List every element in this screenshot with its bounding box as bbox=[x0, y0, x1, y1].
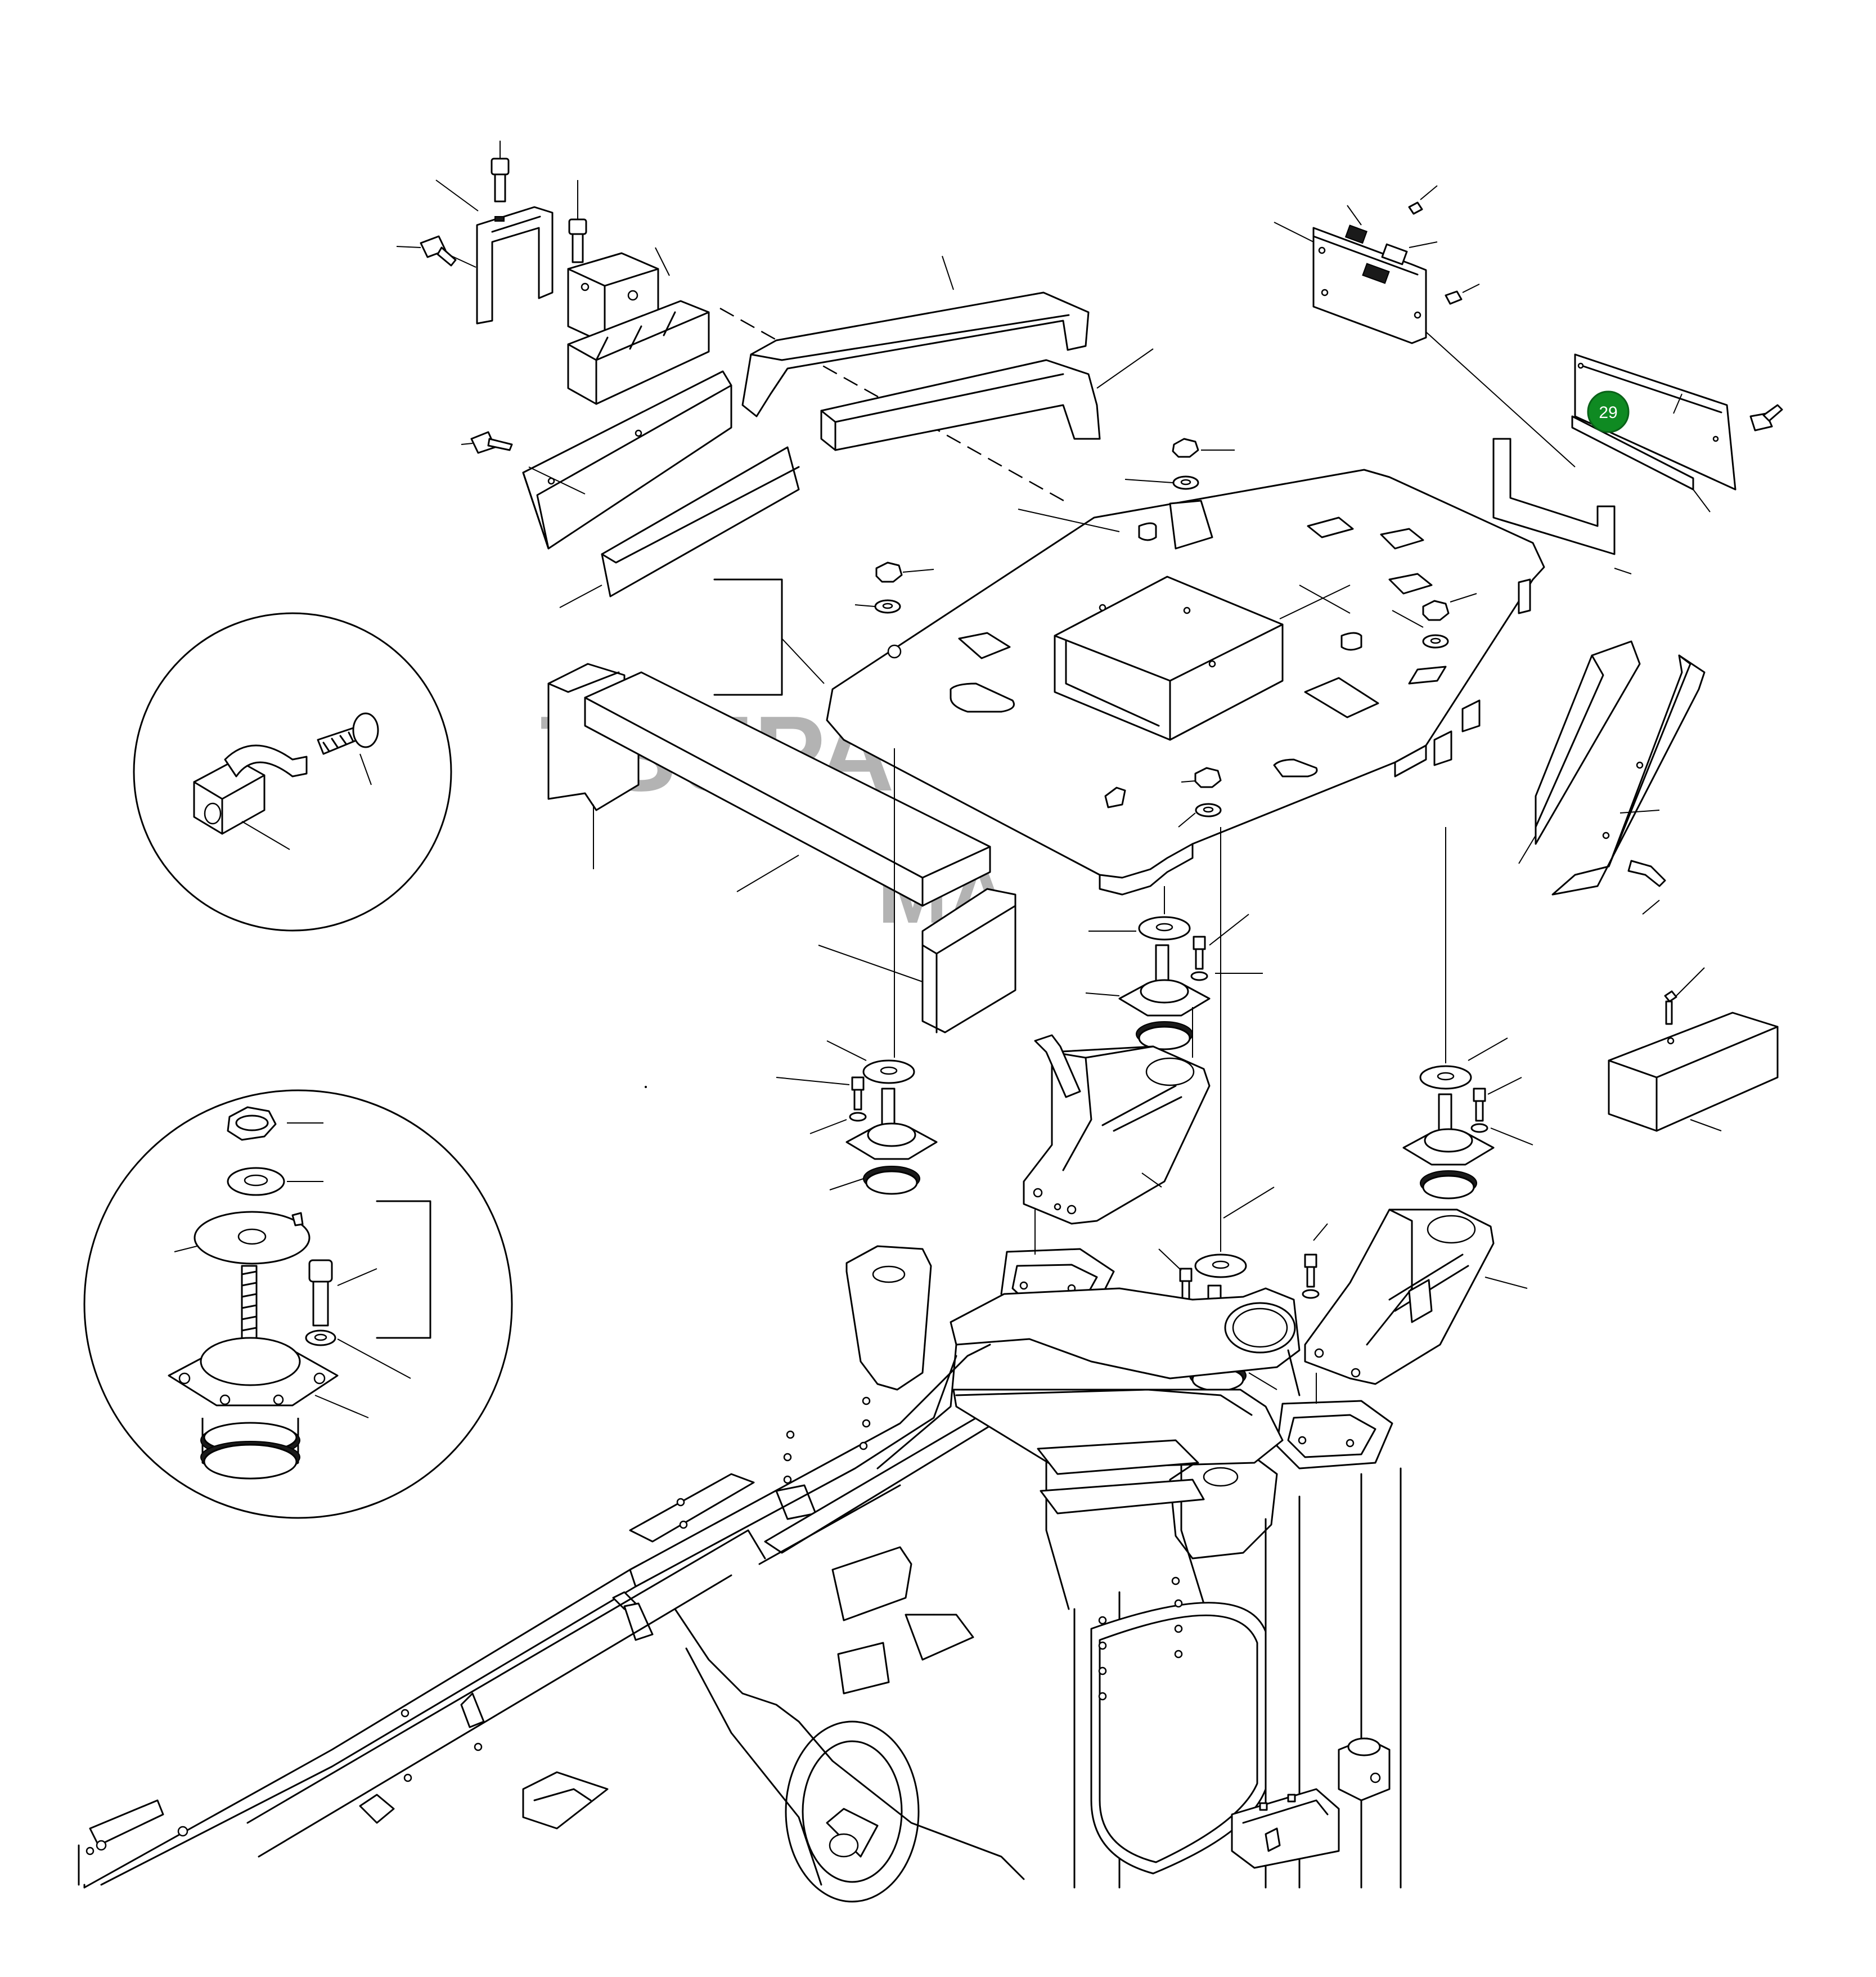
left-wedge-plates bbox=[461, 370, 800, 608]
top-right-sensor-bracket bbox=[1274, 185, 1576, 468]
chassis-frame bbox=[78, 1210, 1402, 1903]
callout-number-29[interactable]: 29 bbox=[1587, 390, 1630, 433]
detail-view-clip-and-screw bbox=[133, 612, 452, 932]
callout-label: 29 bbox=[1599, 403, 1617, 422]
right-cover-plates bbox=[1492, 353, 1783, 915]
engine-bracket-left bbox=[1023, 1034, 1211, 1225]
detail-view-engine-mount bbox=[83, 1089, 513, 1519]
engine-mount-left bbox=[776, 748, 938, 1391]
lower-right-block bbox=[1608, 967, 1779, 1132]
curved-frame-member bbox=[741, 255, 1154, 451]
left-support-bar bbox=[547, 663, 1016, 1034]
stray-dot bbox=[645, 1086, 647, 1088]
engine-mount-center-top bbox=[1085, 886, 1263, 1058]
engine-mount-right bbox=[1402, 827, 1533, 1255]
engine-bracket-right bbox=[1304, 1208, 1528, 1385]
main-mounting-plate bbox=[713, 438, 1545, 896]
